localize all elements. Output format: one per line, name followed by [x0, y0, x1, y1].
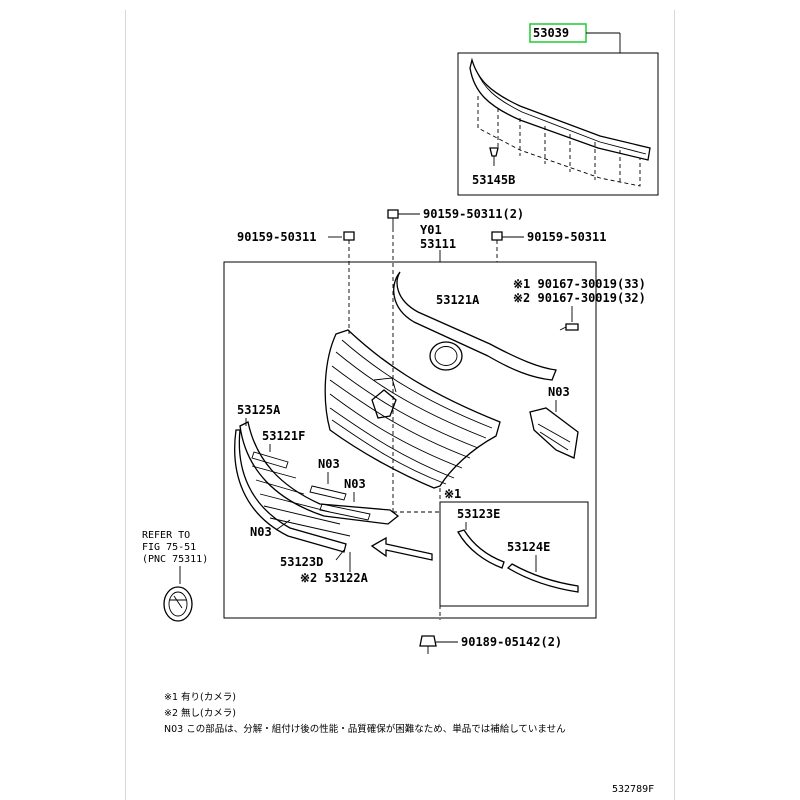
front-emblem-inner [168, 591, 188, 617]
bracket-N03-right: N03 [529, 385, 579, 459]
note-3: N03 この部品は、分解・組付け後の性能・品質確保が困難なため、単品では補給して… [164, 723, 566, 735]
leader-53123D [335, 549, 345, 561]
molding-clip-outline [477, 96, 641, 187]
grille-slat-3 [331, 365, 479, 449]
inset-box-camera [439, 501, 589, 607]
bolt-90189-group: 90189-05142(2) [419, 635, 562, 654]
lower-grille-assembly: 53125A 53121F N03 N03 N03 53123D ※2 5312… [234, 403, 400, 585]
front-emblem-icon [163, 586, 193, 622]
note-1: ※1 有り(カメラ) [164, 691, 236, 703]
label-N03-right[interactable]: N03 [548, 385, 570, 399]
grille-center-tab [373, 377, 397, 393]
grille-slat-4 [329, 379, 471, 459]
bracket-N03-shape [529, 407, 579, 459]
figure-id: 532789F [612, 784, 654, 795]
molding-53124E [506, 563, 579, 593]
molding-53123E [457, 529, 505, 569]
refer-line-1[interactable]: REFER TO [142, 530, 190, 541]
front-emblem-mark [170, 595, 186, 609]
inset-camera-group: ※1 53123E 53124E [439, 487, 589, 607]
grille-slat-5 [329, 393, 463, 469]
refer-line-2[interactable]: FIG 75-51 [142, 542, 196, 553]
screw-90167-tip [559, 326, 567, 331]
grille-emblem-mount [371, 389, 397, 419]
bolt-90159-left-icon [343, 231, 355, 241]
refer-emblem-group: REFER TO FIG 75-51 (PNC 75311) [142, 530, 208, 622]
refer-line-3[interactable]: (PNC 75311) [142, 554, 208, 565]
label-N03-mid1[interactable]: N03 [318, 457, 340, 471]
label-N03-left[interactable]: N03 [250, 525, 272, 539]
grille-body [324, 329, 501, 489]
molding-53039-group: 53039 53145B [457, 23, 659, 196]
label-53123D[interactable]: 53123D [280, 555, 323, 569]
emblem-ring-inner [434, 346, 458, 366]
label-53121F[interactable]: 53121F [262, 429, 305, 443]
label-90167-a[interactable]: ※1 90167-30019(33) [513, 277, 646, 291]
upper-molding-shape [393, 271, 557, 381]
arrow-to-inset [370, 536, 433, 561]
molding-N03-mid1 [309, 485, 347, 501]
lower-slat-4 [263, 505, 341, 525]
label-90159-50311-left[interactable]: 90159-50311 [237, 230, 316, 244]
dash-to-bottom-bolt [393, 511, 441, 620]
label-53121A[interactable]: 53121A [436, 293, 480, 307]
note-2: ※2 無し(カメラ) [164, 707, 236, 719]
grille-assembly-box [223, 261, 597, 619]
molding-53121F [251, 451, 289, 469]
diagram-sheet [125, 10, 675, 800]
label-Y01[interactable]: Y01 [420, 223, 442, 237]
grille-slat-6 [329, 407, 455, 479]
inset-mark[interactable]: ※1 [444, 487, 461, 501]
emblem-ring-outer [429, 341, 463, 371]
lower-slat-5 [269, 517, 351, 537]
upper-molding-53121A: 53121A [393, 271, 557, 381]
inset-box-53039 [457, 52, 659, 196]
molding-N03-mid2 [319, 503, 371, 521]
grille-slat-2 [335, 351, 487, 439]
molding-inner-line [475, 69, 647, 155]
label-53145B[interactable]: 53145B [472, 173, 515, 187]
molding-strip [469, 57, 651, 161]
label-90189-05142[interactable]: 90189-05142(2) [461, 635, 562, 649]
label-N03-mid2[interactable]: N03 [344, 477, 366, 491]
label-53125A[interactable]: 53125A [237, 403, 281, 417]
label-90159-50311-2[interactable]: 90159-50311(2) [423, 207, 524, 221]
fasteners-top: 90159-50311(2) 90159-50311 Y01 53111 901… [237, 207, 606, 512]
grille-slat-7 [331, 419, 447, 485]
label-53111[interactable]: 53111 [420, 237, 456, 251]
label-53122A[interactable]: ※2 53122A [300, 571, 369, 585]
label-53124E[interactable]: 53124E [507, 540, 550, 554]
bolt-90189-icon [419, 635, 437, 647]
label-90159-50311-right[interactable]: 90159-50311 [527, 230, 606, 244]
lower-slat-3 [259, 493, 331, 513]
bracket-N03-slat1 [537, 423, 571, 443]
clip-53145B-icon [489, 147, 499, 157]
label-90167-b[interactable]: ※2 90167-30019(32) [513, 291, 646, 305]
lower-grille-outer [234, 429, 347, 553]
grille-frame [324, 329, 501, 489]
bracket-N03-slat2 [539, 431, 569, 451]
label-53039[interactable]: 53039 [533, 26, 569, 40]
lower-slat-1 [251, 465, 297, 479]
screw-90167-icon [565, 323, 579, 331]
bolt-90159-center-icon [387, 209, 399, 219]
leader-N03-left [275, 519, 291, 531]
grille-slat-1 [341, 339, 493, 429]
lower-slat-2 [255, 479, 305, 495]
label-53123E[interactable]: 53123E [457, 507, 500, 521]
bolt-90159-right-icon [491, 231, 503, 241]
screw-90167-group: ※1 90167-30019(33) ※2 90167-30019(32) [513, 277, 646, 331]
